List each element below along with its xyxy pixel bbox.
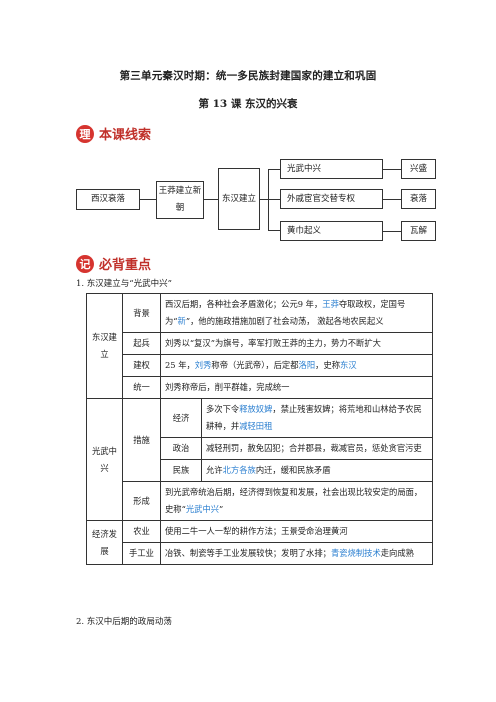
row-content: 西汉后期，各种社会矛盾激化；公元9 年，王莽夺取政权，定国号为“新”，他的施政措… xyxy=(160,293,433,333)
flow-connector xyxy=(268,199,280,200)
unit-title: 第三单元秦汉时期：统一多民族封建国家的建立和巩固 xyxy=(119,70,377,82)
table-row: 民族 允许北方各族内迁，缓和民族矛盾 xyxy=(87,459,433,482)
table-row: 政治 减轻刑罚，赦免囚犯；合并郡县，裁减官员，惩处贪官污吏 xyxy=(87,437,433,460)
row-content: 减轻刑罚，赦免囚犯；合并郡县，裁减官员，惩处贪官污吏 xyxy=(201,437,433,460)
row-label: 措施 xyxy=(122,398,161,482)
book-icon: 理 xyxy=(76,124,94,143)
row-label: 形成 xyxy=(122,481,161,521)
flow-branch-result: 瓦解 xyxy=(401,221,436,241)
flow-branch-event: 外戚宦官交替专权 xyxy=(280,189,383,209)
section-flow-heading: 理 本课线索 xyxy=(76,124,151,143)
key-points-table: 东汉建立 背景 西汉后期，各种社会矛盾激化；公元9 年，王莽夺取政权，定国号为“… xyxy=(86,293,433,565)
sub-label: 政治 xyxy=(160,437,202,460)
row-content: 到光武帝统治后期，经济得到恢复和发展，社会出现比较安定的局面，史称“光武中兴” xyxy=(160,481,433,521)
flow-branch-result: 兴盛 xyxy=(401,159,436,179)
table-row: 经济发展 农业 使用二牛一人一犁的耕作方法；王景受命治理黄河 xyxy=(86,520,433,565)
row-content: 刘秀以“复汉”为旗号，率军打败王莽的主力，势力不断扩大 xyxy=(160,332,433,355)
row-content: 25 年，刘秀称帝（光武帝），后定都洛阳，史称东汉 xyxy=(160,354,433,377)
table-row: 形成 到光武帝统治后期，经济得到恢复和发展，社会出现比较安定的局面，史称“光武中… xyxy=(87,481,433,521)
flow-connector xyxy=(268,169,280,170)
group-label: 东汉建立 xyxy=(86,293,123,399)
row-label: 统一 xyxy=(122,376,161,399)
row-content: 允许北方各族内迁，缓和民族矛盾 xyxy=(201,459,433,482)
group-label: 光武中兴 xyxy=(86,398,123,521)
sub-label: 民族 xyxy=(160,459,202,482)
note-icon: 记 xyxy=(76,254,94,273)
flow-mid-box: 王莽建立新朝 xyxy=(156,181,204,219)
point1-title: 1. 东汉建立与“光武中兴” xyxy=(76,279,173,289)
row-content: 冶铁、制瓷等手工业发展较快；发明了水排；青瓷烧制技术走向成熟 xyxy=(160,542,433,565)
table-row: 建权 25 年，刘秀称帝（光武帝），后定都洛阳，史称东汉 xyxy=(87,354,433,377)
row-label: 背景 xyxy=(122,293,161,333)
flow-connector xyxy=(268,230,280,231)
group-label: 经济发展 xyxy=(86,520,123,565)
section-flow-title: 本课线索 xyxy=(99,128,152,143)
row-content: 使用二牛一人一犁的耕作方法；王景受命治理黄河 xyxy=(160,520,433,543)
flow-connector xyxy=(260,199,268,200)
flow-connector xyxy=(140,199,156,200)
row-label: 建权 xyxy=(122,354,161,377)
section-key-heading: 记 必背重点 xyxy=(76,254,151,273)
flow-branch-result: 衰落 xyxy=(401,189,436,209)
row-content: 刘秀称帝后，削平群雄，完成统一 xyxy=(160,376,433,399)
row-label: 农业 xyxy=(122,520,161,543)
point2-title: 2. 东汉中后期的政局动荡 xyxy=(76,617,172,627)
section-key-title: 必背重点 xyxy=(99,258,152,273)
flow-connector xyxy=(204,199,218,200)
table-row: 手工业 冶铁、制瓷等手工业发展较快；发明了水排；青瓷烧制技术走向成熟 xyxy=(87,542,433,565)
row-label: 起兵 xyxy=(122,332,161,355)
lesson-title: 第 13 课 东汉的兴衰 xyxy=(198,98,298,110)
flow-connector xyxy=(383,199,401,200)
table-row: 起兵 刘秀以“复汉”为旗号，率军打败王莽的主力，势力不断扩大 xyxy=(87,332,433,355)
row-label: 手工业 xyxy=(122,542,161,565)
flow-hub-box: 东汉建立 xyxy=(218,168,260,230)
flow-branch-event: 黄巾起义 xyxy=(280,221,383,241)
flow-connector xyxy=(383,169,401,170)
table-row: 光武中兴 措施 经济 多次下令释放奴婢，禁止残害奴婢；将荒地和山林给予农民耕种，… xyxy=(86,398,433,521)
row-content: 多次下令释放奴婢，禁止残害奴婢；将荒地和山林给予农民耕种，并减轻田租 xyxy=(201,398,433,438)
flow-connector xyxy=(383,231,401,232)
table-row: 统一 刘秀称帝后，削平群雄，完成统一 xyxy=(87,376,433,399)
flow-branch-event: 光武中兴 xyxy=(280,159,383,179)
sub-label: 经济 xyxy=(160,398,202,438)
flow-start-box: 西汉衰落 xyxy=(76,189,140,210)
table-row: 东汉建立 背景 西汉后期，各种社会矛盾激化；公元9 年，王莽夺取政权，定国号为“… xyxy=(86,293,433,399)
